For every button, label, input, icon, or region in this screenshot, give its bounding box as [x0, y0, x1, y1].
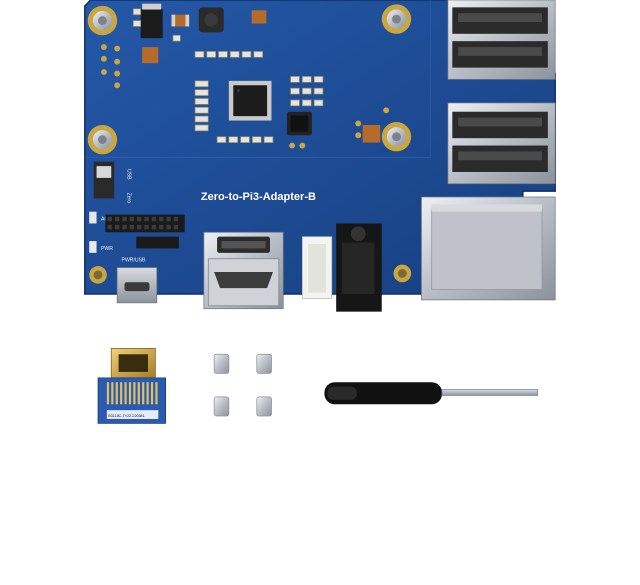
- act-led: [89, 211, 97, 224]
- mounting-hole-mid-right: [381, 122, 412, 152]
- hdmi-adapter-label: B3118C-TY22-220381: [108, 414, 144, 418]
- screw-3: [213, 396, 230, 417]
- silk-usb: USB: [125, 169, 131, 180]
- screws: [213, 353, 272, 417]
- mounting-hole-bottom-left: [89, 266, 107, 284]
- micro-usb-port: [116, 267, 158, 304]
- inductor: [198, 7, 224, 33]
- screw-4: [256, 396, 272, 417]
- mounting-hole-top-right: [381, 4, 412, 34]
- crystal-oscillator: [286, 111, 312, 136]
- silk-pwr-usb: PWR/USB: [122, 258, 146, 264]
- mounting-hole-mid-left: [87, 124, 118, 155]
- screw-1: [213, 353, 230, 374]
- ethernet-port: [421, 196, 556, 301]
- screw-2: [256, 353, 272, 374]
- mini-hdmi-adapter: [97, 348, 167, 424]
- resistor-array: [132, 8, 324, 143]
- mounting-hole-top-left: [87, 5, 118, 36]
- board-label: Zero-to-Pi3-Adapter-B: [201, 191, 316, 203]
- screwdriver: [324, 382, 538, 405]
- usb-port-top: [447, 0, 556, 80]
- silk-zero: Zero: [125, 193, 131, 204]
- silk-pwr: PWR: [101, 246, 113, 252]
- audio-jack: [336, 223, 382, 312]
- mounting-hole-bottom-right: [393, 264, 412, 283]
- hdmi-port: [203, 231, 284, 310]
- usb-hub-chip: [228, 80, 272, 121]
- usb-switch: [93, 161, 115, 199]
- gpio-header: [105, 214, 185, 233]
- voltage-regulator: [140, 3, 163, 39]
- pwr-led: [89, 241, 97, 253]
- capacitor-brown-top: [171, 14, 190, 27]
- adapter-board-photo: USB Zero ACT PWR PWR/USB Zero-to-Pi3-Ada…: [84, 0, 556, 424]
- smd-components: [100, 44, 390, 149]
- jst-connector: [301, 236, 333, 299]
- usb-port-bottom: [447, 102, 556, 185]
- capacitor-brown-right: [142, 10, 381, 143]
- small-header: [136, 236, 179, 249]
